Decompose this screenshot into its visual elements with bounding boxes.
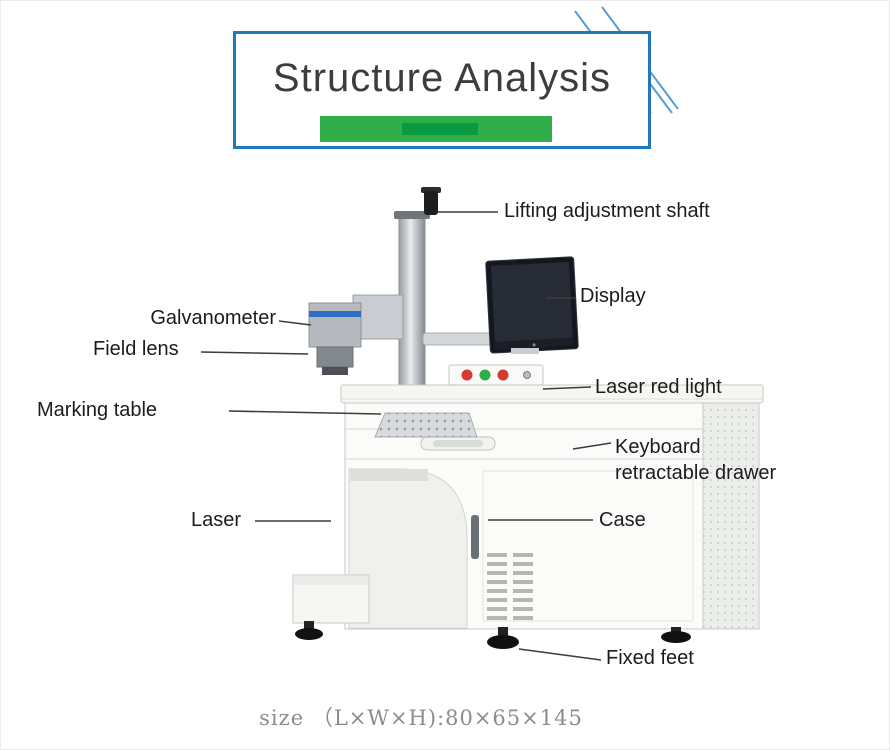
label-case: Case xyxy=(599,509,646,531)
label-field-lens: Field lens xyxy=(93,338,179,360)
label-lifting-adjustment-shaft: Lifting adjustment shaft xyxy=(504,200,710,222)
title-box: Structure Analysis xyxy=(233,31,651,149)
display-monitor xyxy=(485,256,579,354)
label-laser-red-light: Laser red light xyxy=(595,376,722,398)
label-display: Display xyxy=(580,285,646,307)
page-title: Structure Analysis xyxy=(272,56,612,100)
key-switch xyxy=(523,371,531,379)
label-marking-table: Marking table xyxy=(37,399,158,421)
machine-column xyxy=(394,187,441,394)
cabinet xyxy=(344,400,760,630)
marking-table-plate xyxy=(374,412,478,438)
leader-fixed-feet xyxy=(518,648,602,661)
title-underline-bar xyxy=(320,116,552,142)
size-caption: size （L×W×H):80×65×145 xyxy=(259,706,583,730)
step-platform xyxy=(292,574,370,624)
galvanometer-head xyxy=(308,302,362,348)
green-button xyxy=(479,369,491,381)
red-button xyxy=(461,369,473,381)
desk-top xyxy=(340,384,764,404)
label-keyboard-retractable-drawer: Keyboard retractable drawer xyxy=(615,436,777,484)
leader-laser-red-light xyxy=(542,386,592,390)
field-lens-barrel xyxy=(316,346,354,368)
control-panel xyxy=(448,364,544,386)
label-galvanometer: Galvanometer xyxy=(150,307,276,329)
label-laser: Laser xyxy=(191,509,242,531)
door-handle xyxy=(471,515,479,559)
fixed-feet-parts xyxy=(295,621,691,649)
leader-marking-table xyxy=(228,410,382,415)
leader-galvanometer xyxy=(278,320,312,326)
leader-field-lens xyxy=(200,351,309,355)
cabinet-door xyxy=(482,470,694,622)
title-underline-inner xyxy=(402,123,478,135)
vent-grille xyxy=(487,553,533,620)
leader-lines xyxy=(200,211,612,661)
leader-keyboard-drawer xyxy=(572,442,612,450)
red-button-2 xyxy=(497,369,509,381)
monitor-stand xyxy=(511,348,539,354)
laser-head xyxy=(308,294,404,375)
label-fixed-feet: Fixed feet xyxy=(606,647,694,669)
